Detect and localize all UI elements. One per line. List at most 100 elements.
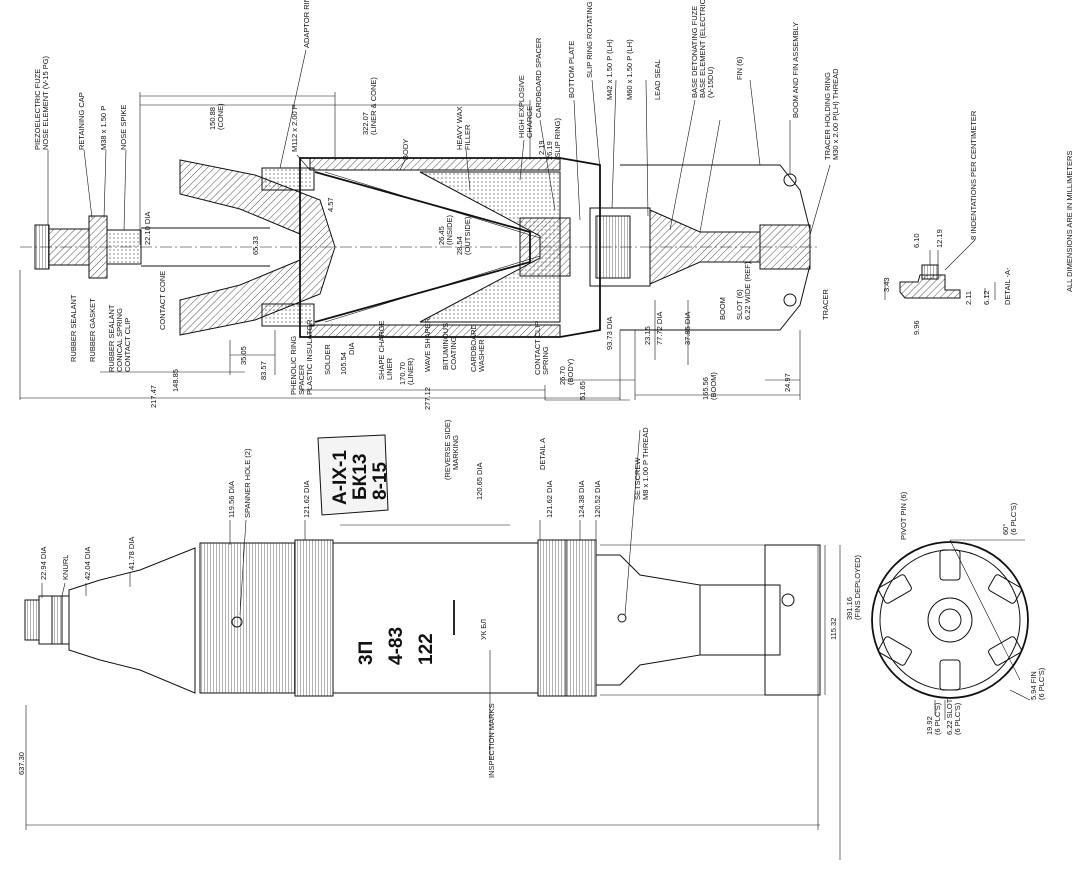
label-plastic-insulator: PLASTIC INSULATOR [305, 319, 314, 395]
adaptor-ring-top [261, 167, 315, 191]
label-marking: MARKING [451, 435, 460, 470]
dim-2-19: 2.19 [537, 140, 546, 155]
label-tracer: TRACER [821, 289, 830, 320]
label-m38: M38 x 1.50 P [99, 106, 108, 150]
nose-taper [68, 547, 196, 694]
contact-cone-shell [179, 159, 336, 336]
label-dia: DIA [347, 342, 356, 355]
label-setscrew-thread: M8 x 1.00 P THREAD [641, 427, 650, 500]
label-boom: BOOM [718, 297, 727, 320]
label-fins-deployed: (FINS DEPLOYED) [853, 554, 862, 620]
body-marking-line-3: 122 [416, 633, 437, 665]
label-m42: M42 x 1.50 P (LH) [605, 39, 614, 100]
dim-105-54: 105.54 [339, 352, 348, 375]
label-liner-paren: (LINER) [406, 357, 415, 385]
label-spanner-hole: SPANNER HOLE (2) [243, 448, 252, 518]
label-phenolic-ring: PHENOLIC RING [289, 336, 298, 395]
label-plcs-19: (6 PLC'S) [933, 702, 942, 735]
detail-indentations: 8 INDENTATIONS PER CENTIMETER [969, 110, 978, 240]
dim-165-56: 165.56 [701, 377, 710, 400]
dim-120-65: 120.65 DIA [475, 462, 484, 500]
label-spacer: SPACER [297, 364, 306, 395]
dim-277-12: 277.12 [423, 387, 432, 410]
dimension-lines-bottom [25, 429, 841, 860]
dim-22-94: 22.94 DIA [39, 547, 48, 580]
fin-pivot-exterior [781, 593, 795, 607]
detail-a-ring [899, 274, 961, 299]
label-inside: (INSIDE) [445, 214, 454, 245]
dim-148-85: 148.85 [171, 369, 180, 392]
dim-51-65: 51.65 [578, 381, 587, 400]
stamp-tag: A-IX-1 БК13 8-15 [317, 434, 391, 516]
label-solder: SOLDER [323, 344, 332, 375]
dim-26-70: 26.70 [558, 366, 567, 385]
dim-93-73: 93.73 DIA [605, 317, 614, 350]
dim-5-94-fin: 5.94 FIN [1029, 671, 1038, 700]
end-view-outer [871, 541, 1029, 699]
dim-37-85: 37.85 DIA [683, 312, 692, 345]
tail-taper [595, 554, 701, 686]
label-heavy-wax: HEAVY WAX [455, 106, 464, 150]
label-retaining-cap: RETAINING CAP [77, 92, 86, 150]
dim-liner-cone-paren: (LINER & CONE) [369, 77, 378, 135]
label-m112: M112 x 2.00 P [290, 104, 299, 152]
label-contact-clip: CONTACT CLIP [123, 318, 132, 372]
dim-4-57: 4.57 [326, 197, 335, 212]
fin-pivot-hole-bottom [783, 293, 797, 307]
label-contact-cone: CONTACT CONE [158, 271, 167, 330]
dim-19-92: 19.92 [925, 716, 934, 735]
end-view-hub [927, 597, 973, 643]
exterior-labels: 22.94 DIA KNURL 42.04 DIA 41.78 DIA 119.… [17, 419, 862, 778]
label-cardboard: CARDBOARD [469, 323, 478, 372]
body-wall-bottom [309, 324, 561, 338]
end-view: PIVOT PIN (6) 60° (6 PLC'S) 5.94 FIN (6 … [871, 491, 1046, 735]
dim-65-33: 65.33 [251, 236, 260, 255]
dim-60-deg: 60° [1001, 524, 1010, 535]
leader-lines-top [47, 49, 831, 236]
detail-dim-3-43: 3.43 [882, 277, 891, 292]
dim-115-32: 115.32 [829, 618, 838, 640]
label-washer: WASHER [477, 339, 486, 372]
dim-28-54: 28.54 [455, 236, 464, 255]
dim-35-05: 35.05 [239, 346, 248, 365]
label-tracer-thread: M30 x 2.00 P(LH) THREAD [831, 68, 840, 160]
dim-119-56: 119.56 DIA [227, 481, 236, 518]
body-marking: 3П 4-83 122 УК БЛ [356, 600, 488, 665]
label-conical-spring: CONICAL SPRING [115, 308, 124, 372]
detail-dim-6-12: 6.12 [982, 290, 991, 305]
dim-150-88: 150.88 [208, 107, 217, 130]
label-v15du: (V-15DU) [706, 66, 715, 98]
label-knurl: KNURL [61, 555, 70, 580]
body-forward-section [199, 542, 296, 694]
detail-dim-12-19: 12.19 [935, 229, 944, 248]
detail-dim-2-11: 2.11 [964, 291, 973, 305]
label-rubber-gasket: RUBBER GASKET [88, 298, 97, 362]
label-charge: CHARGE [525, 106, 534, 138]
label-slot6: SLOT (6) [735, 289, 744, 320]
forward-band [294, 539, 334, 697]
cross-section-labels: PIEZOELECTRIC FUZE NOSE ELEMENT (V-15 PG… [33, 0, 840, 470]
dim-322-07: 322.07 [361, 112, 370, 135]
cross-section-view [20, 157, 820, 338]
stamp-line-3: 8-15 [370, 462, 391, 500]
label-pivot-pin: PIVOT PIN (6) [899, 491, 908, 540]
label-lead-seal: LEAD SEAL [653, 59, 662, 100]
label-slip-ring-band: SLIP RING ROTATING BAND [585, 0, 594, 78]
fin-pivot-hole-top [783, 173, 797, 187]
label-plcs-fin: (6 PLC'S) [1037, 667, 1046, 700]
dim-23-15: 23.15 [643, 326, 652, 345]
dim-83-57: 83.57 [259, 361, 268, 380]
dim-cone-paren: (CONE) [216, 103, 225, 130]
dim-391-16: 391.16 [845, 597, 854, 620]
label-boom-fin: BOOM AND FIN ASSEMBLY [791, 22, 800, 118]
label-high-explosive: HIGH EXPLOSIVE [517, 75, 526, 138]
dimension-lines-top [19, 92, 801, 401]
small-marking: УК БЛ [479, 619, 488, 640]
dim-124-38: 124.38 DIA [577, 480, 586, 518]
label-liner: LINER [385, 357, 394, 380]
end-view-fins [878, 549, 1022, 691]
detail-dim-9-96: 9.96 [912, 320, 921, 335]
rear-band [537, 539, 567, 697]
adaptor-ring-bottom [261, 303, 315, 327]
